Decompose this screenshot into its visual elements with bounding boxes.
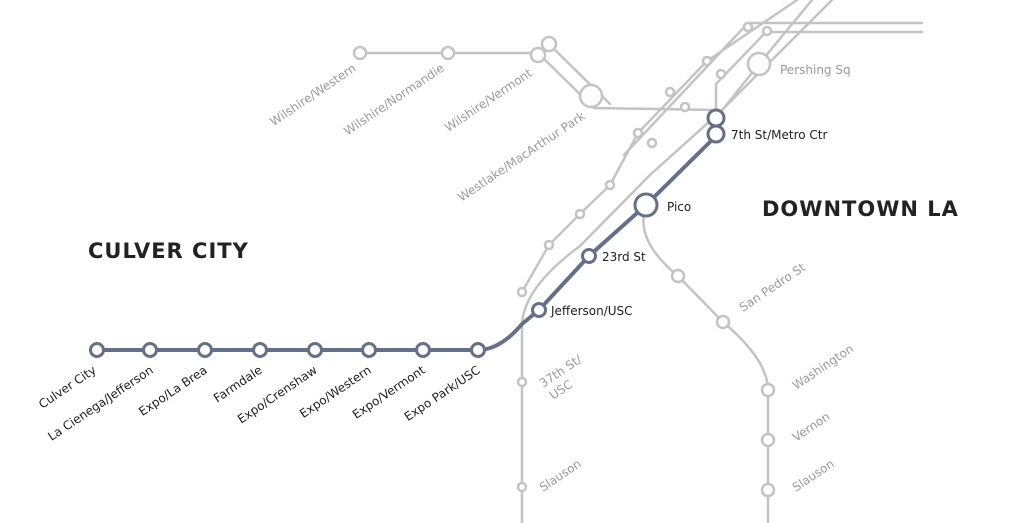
expo-labels: Culver City La Cienega/Jefferson Expo/La… [36, 128, 827, 444]
station-wilshire-vermont[interactable] [529, 46, 547, 64]
station-small-6[interactable] [679, 101, 691, 113]
station-east-small[interactable] [715, 314, 731, 330]
label-wilshire-western: Wilshire/Western [267, 61, 358, 129]
station-wilshire-normandie[interactable] [440, 45, 456, 61]
station-23rd-st[interactable] [581, 248, 597, 264]
label-vernon: Vernon [790, 409, 833, 444]
west-trunk [520, 0, 834, 523]
label-san-pedro-st: San Pedro St [737, 260, 808, 314]
station-small-8[interactable] [646, 137, 658, 149]
station-expo-park-usc[interactable] [470, 342, 486, 358]
grey-stations [352, 21, 776, 498]
station-small-2[interactable] [761, 25, 773, 37]
label-washington: Washington [790, 341, 856, 392]
south-branch [642, 204, 770, 523]
station-expo-la-brea[interactable] [197, 342, 213, 358]
station-jefferson-usc[interactable] [531, 302, 547, 318]
station-culver-city[interactable] [89, 342, 105, 358]
label-la-cienega-jefferson: La Cienega/Jefferson [45, 363, 155, 444]
station-pershing-sq[interactable] [746, 51, 772, 77]
station-wilshire-vermont-b[interactable] [540, 35, 558, 53]
label-slauson-east: Slauson [790, 457, 837, 495]
station-small-1[interactable] [742, 21, 754, 33]
label-slauson-south: Slauson [537, 457, 584, 495]
station-small-11[interactable] [543, 239, 555, 251]
station-expo-vermont[interactable] [415, 342, 431, 358]
expo-stations [89, 108, 726, 358]
region-label-culver-city: CULVER CITY [88, 239, 249, 263]
station-la-cienega-jefferson[interactable] [142, 342, 158, 358]
station-washington[interactable] [760, 382, 776, 398]
station-small-10[interactable] [574, 208, 586, 220]
station-small-9[interactable] [604, 179, 616, 191]
label-pershing-sq: Pershing Sq [780, 63, 851, 77]
station-vernon[interactable] [760, 432, 776, 448]
station-san-pedro[interactable] [670, 268, 686, 284]
label-westlake-macarthur: Westlake/MacArthur Park [455, 109, 587, 205]
station-small-7[interactable] [632, 127, 644, 139]
station-slauson-east[interactable] [760, 482, 776, 498]
label-7th-st-metro-ctr: 7th St/Metro Ctr [731, 128, 827, 142]
station-farmdale[interactable] [252, 342, 268, 358]
region-label-downtown-la: DOWNTOWN LA [762, 197, 959, 221]
label-jefferson-usc: Jefferson/USC [550, 304, 633, 318]
station-westlake-macarthur[interactable] [578, 83, 604, 109]
label-23rd-st: 23rd St [602, 250, 646, 264]
north-line-b [714, 30, 924, 112]
station-small-4[interactable] [715, 68, 727, 80]
station-37th-usc[interactable] [516, 376, 528, 388]
station-small-5[interactable] [664, 86, 676, 98]
station-small-3[interactable] [701, 55, 713, 67]
station-7th-st-metro-ctr-a[interactable] [706, 108, 726, 128]
station-expo-crenshaw[interactable] [307, 342, 323, 358]
label-pico: Pico [667, 200, 691, 214]
wilshire-labels: Wilshire/Western Wilshire/Normandie Wils… [267, 61, 587, 205]
station-7th-st-metro-ctr-b[interactable] [706, 124, 726, 144]
station-pico[interactable] [633, 192, 659, 218]
station-wilshire-western[interactable] [352, 45, 368, 61]
station-small-12[interactable] [516, 286, 528, 298]
station-expo-western[interactable] [361, 342, 377, 358]
label-wilshire-vermont: Wilshire/Vermont [442, 66, 535, 135]
station-slauson-south[interactable] [516, 481, 528, 493]
